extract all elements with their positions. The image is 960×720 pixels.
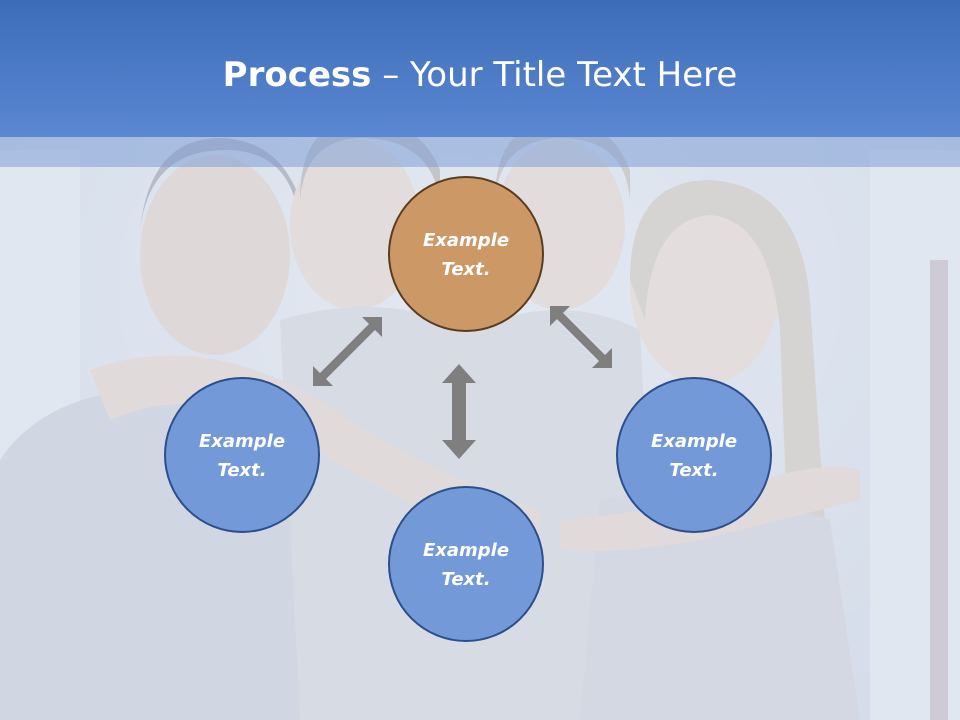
slide-title: Process – Your Title Text Here bbox=[0, 52, 960, 98]
title-strip bbox=[0, 137, 960, 167]
title-bar bbox=[0, 0, 960, 137]
title-bold: Process bbox=[222, 55, 372, 95]
arrow-center-vertical bbox=[442, 364, 476, 459]
node-right-line1: Example bbox=[651, 431, 737, 452]
node-right-line2: Text. bbox=[669, 460, 718, 481]
title-rest: Your Title Text Here bbox=[410, 55, 738, 95]
node-top-line2: Text. bbox=[441, 259, 490, 280]
title-separator: – bbox=[371, 55, 411, 95]
node-top-line1: Example bbox=[423, 230, 509, 251]
node-left-line2: Text. bbox=[217, 460, 266, 481]
node-left-line1: Example bbox=[199, 431, 285, 452]
arrow-top-right bbox=[550, 306, 612, 368]
arrow-top-left bbox=[313, 317, 382, 386]
node-right: Example Text. bbox=[616, 377, 772, 533]
node-top: Example Text. bbox=[388, 176, 544, 332]
node-bottom-line1: Example bbox=[423, 540, 509, 561]
node-bottom: Example Text. bbox=[388, 486, 544, 642]
node-bottom-line2: Text. bbox=[441, 569, 490, 590]
node-left: Example Text. bbox=[164, 377, 320, 533]
